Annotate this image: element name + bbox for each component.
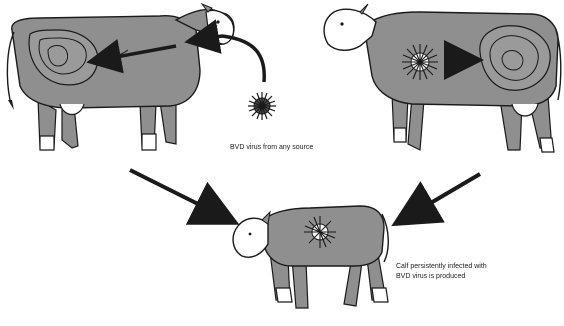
right-cow-icon — [324, 4, 561, 152]
calf-result-label-line2: BVD virus is produced — [396, 272, 465, 281]
arrow-left-to-calf-icon — [130, 170, 218, 214]
arrow-curve-icon — [198, 36, 264, 82]
virus-source-label: BVD virus from any source — [230, 143, 313, 152]
calf-icon — [233, 206, 388, 308]
calf-result-label-line1: Calf persistently infected with — [396, 262, 487, 271]
left-cow-icon — [7, 4, 234, 150]
arrow-right-to-calf-icon — [412, 174, 480, 214]
virus-icon — [248, 92, 276, 120]
virus-burst-icon — [402, 44, 438, 80]
